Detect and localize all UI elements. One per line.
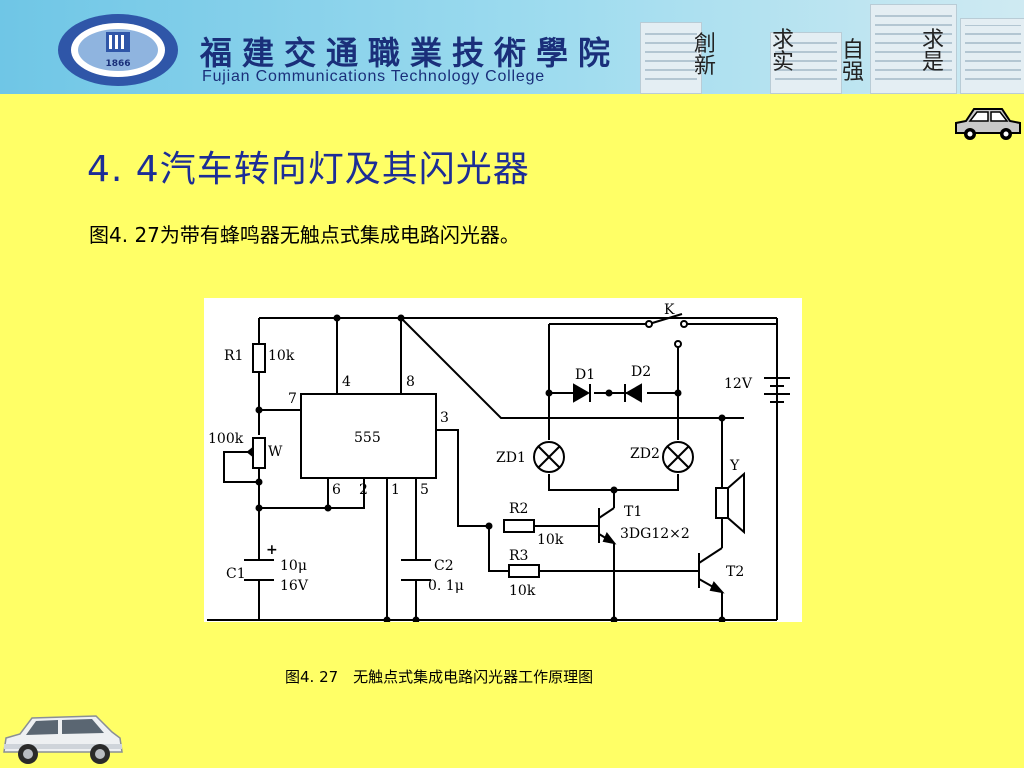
r1-value: 10k [268, 348, 295, 364]
d2-label: D2 [631, 364, 651, 380]
pin-5: 5 [420, 482, 429, 498]
header-banner: 1866 福建交通職業技術學院 Fujian Communications Te… [0, 0, 1024, 94]
r2-value: 10k [537, 532, 564, 548]
zd1-label: ZD1 [496, 450, 526, 466]
c2-label: C2 [434, 558, 454, 574]
c2-value: 0. 1μ [428, 578, 464, 594]
c1-plus: + [266, 542, 278, 558]
college-name-cn: 福建交通職業技術學院 [200, 34, 621, 72]
circuit-diagram: R1 10k 100k W 4 8 7 3 6 2 1 5 555 K D1 D… [204, 298, 802, 622]
motto-word-3: 自 强 [841, 38, 864, 85]
r1-label: R1 [224, 348, 243, 364]
pin-2: 2 [359, 482, 368, 498]
d1-label: D1 [575, 367, 595, 383]
pin-8: 8 [406, 374, 415, 390]
college-name-en: Fujian Communications Technology College [202, 68, 545, 85]
pin-1: 1 [391, 482, 400, 498]
r3-label: R3 [509, 548, 528, 564]
pin-7: 7 [288, 391, 297, 407]
buzzer-label: Y [729, 458, 740, 474]
slide-title: 4. 4汽车转向灯及其闪光器 [87, 149, 530, 190]
r2-label: R2 [509, 501, 528, 517]
c1-label: C1 [226, 566, 246, 582]
pin-4: 4 [342, 374, 351, 390]
motto-word-1: 創 新 [693, 32, 716, 79]
pin-6: 6 [332, 482, 341, 498]
battery-label: 12V [724, 376, 753, 392]
college-logo: 1866 [58, 14, 178, 86]
building-decor [960, 18, 1024, 94]
c1-voltage: 16V [280, 578, 309, 594]
building-decor [640, 22, 702, 94]
t1-type: 3DG12×2 [620, 526, 690, 542]
car-icon [955, 108, 1021, 140]
switch-k-label: K [664, 302, 675, 318]
building-decor [770, 32, 842, 94]
motto-word-2: 求 实 [771, 28, 794, 75]
t1-label: T1 [624, 504, 642, 520]
c1-value: 10μ [280, 558, 307, 574]
ic-label: 555 [354, 430, 381, 446]
slide-description: 图4. 27为带有蜂鸣器无触点式集成电路闪光器。 [89, 223, 520, 247]
pot-value: 100k [208, 431, 244, 447]
r3-value: 10k [509, 583, 536, 599]
suv-car-image [3, 715, 123, 764]
building-decor [870, 4, 957, 94]
zd2-label: ZD2 [630, 446, 660, 462]
motto-word-4: 求 是 [921, 28, 944, 75]
t2-label: T2 [726, 564, 744, 580]
logo-year: 1866 [105, 59, 130, 69]
figure-caption: 图4. 27 无触点式集成电路闪光器工作原理图 [285, 668, 594, 686]
pin-3: 3 [440, 410, 449, 426]
pot-label: W [268, 444, 283, 460]
